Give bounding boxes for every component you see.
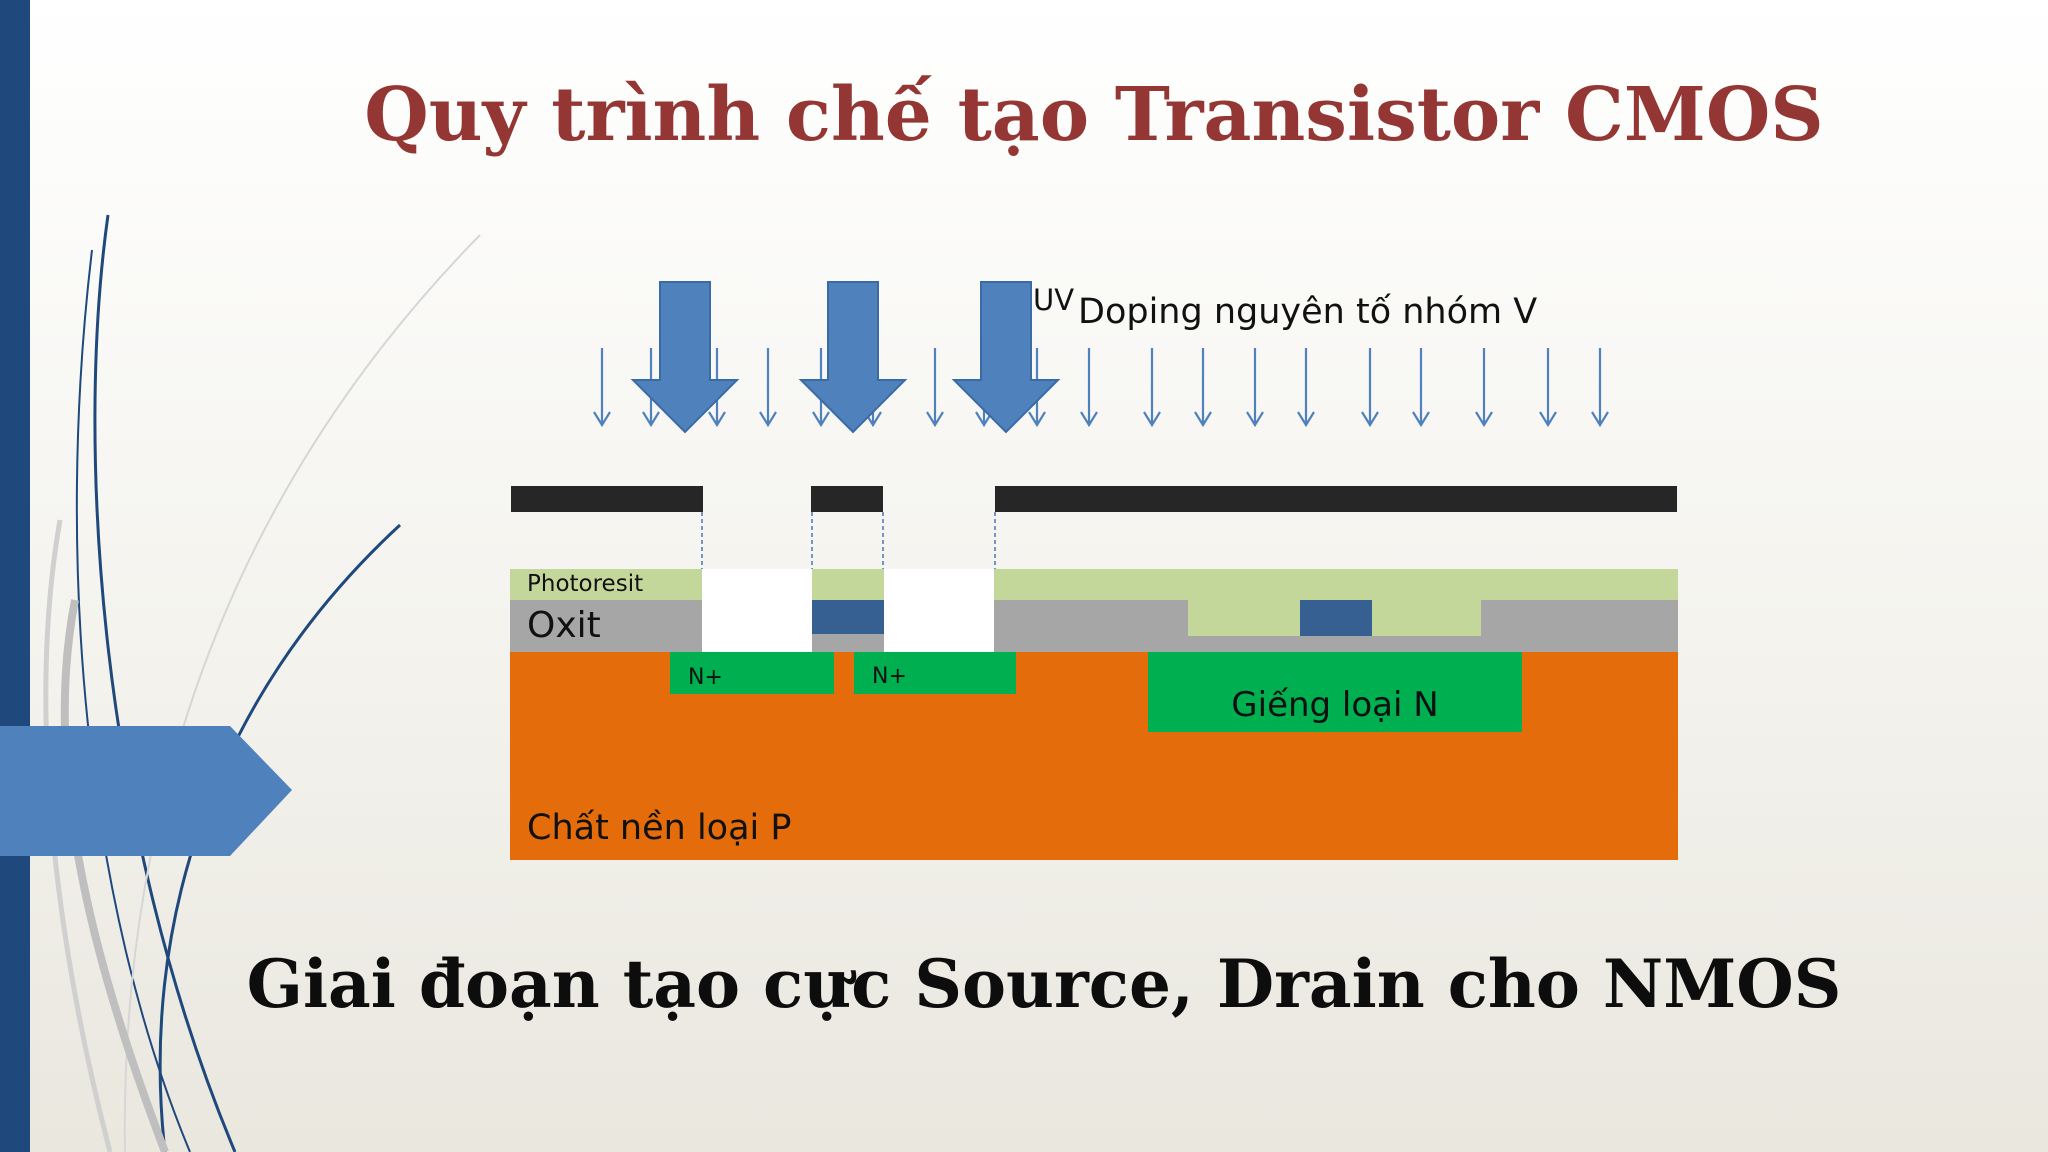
doping-arrow: [1194, 348, 1212, 428]
doping-arrow: [1361, 348, 1379, 428]
mask-segment-right: [995, 486, 1677, 512]
uv-label: UV: [1033, 283, 1075, 317]
doping-label: Doping nguyên tố nhóm V: [1078, 292, 1538, 332]
pmos-gate: [1300, 600, 1372, 636]
n-plus-right-label: N+: [872, 664, 907, 689]
doping-arrow: [1246, 348, 1264, 428]
n-plus-right-region: [854, 652, 1016, 694]
doping-arrow: [1475, 348, 1493, 428]
doping-arrow: [926, 348, 944, 428]
opening-left: [702, 569, 812, 652]
uv-arrow: [798, 281, 908, 434]
doping-arrow: [1297, 348, 1315, 428]
doping-arrow: [759, 348, 777, 428]
doping-arrow: [1412, 348, 1430, 428]
doping-arrow: [1143, 348, 1161, 428]
oxide-label: Oxit: [527, 605, 601, 646]
doping-arrow: [1080, 348, 1098, 428]
substrate-label: Chất nền loại P: [527, 808, 792, 848]
n-plus-left-region: [670, 652, 834, 694]
n-well-region: [1148, 652, 1522, 732]
photoresist-layer: [510, 569, 1678, 600]
nmos-gate: [812, 600, 884, 634]
uv-arrows: [630, 281, 1061, 434]
n-plus-left-label: N+: [688, 665, 723, 690]
doping-arrow: [1539, 348, 1557, 428]
uv-arrow: [630, 281, 740, 434]
chevron-shape: [0, 726, 292, 856]
doping-arrows: [593, 348, 1609, 428]
slide-title: Quy trình chế tạo Transistor CMOS: [364, 72, 1824, 158]
doping-arrow: [1591, 348, 1609, 428]
oxide-layer: [510, 600, 1678, 652]
mask-segment-left: [511, 486, 703, 512]
left-accent-bar: [0, 0, 30, 1152]
mask-segment-middle: [811, 486, 883, 512]
n-well-label: Giếng loại N: [1231, 685, 1439, 725]
cross-section-diagram: [510, 486, 1678, 860]
slide-caption: Giai đoạn tạo cực Source, Drain cho NMOS: [246, 945, 1842, 1023]
photoresist-label: Photoresit: [527, 571, 644, 597]
alignment-lines: [701, 512, 996, 569]
uv-arrow: [951, 281, 1061, 434]
doping-arrow: [593, 348, 611, 428]
opening-right: [884, 569, 994, 652]
